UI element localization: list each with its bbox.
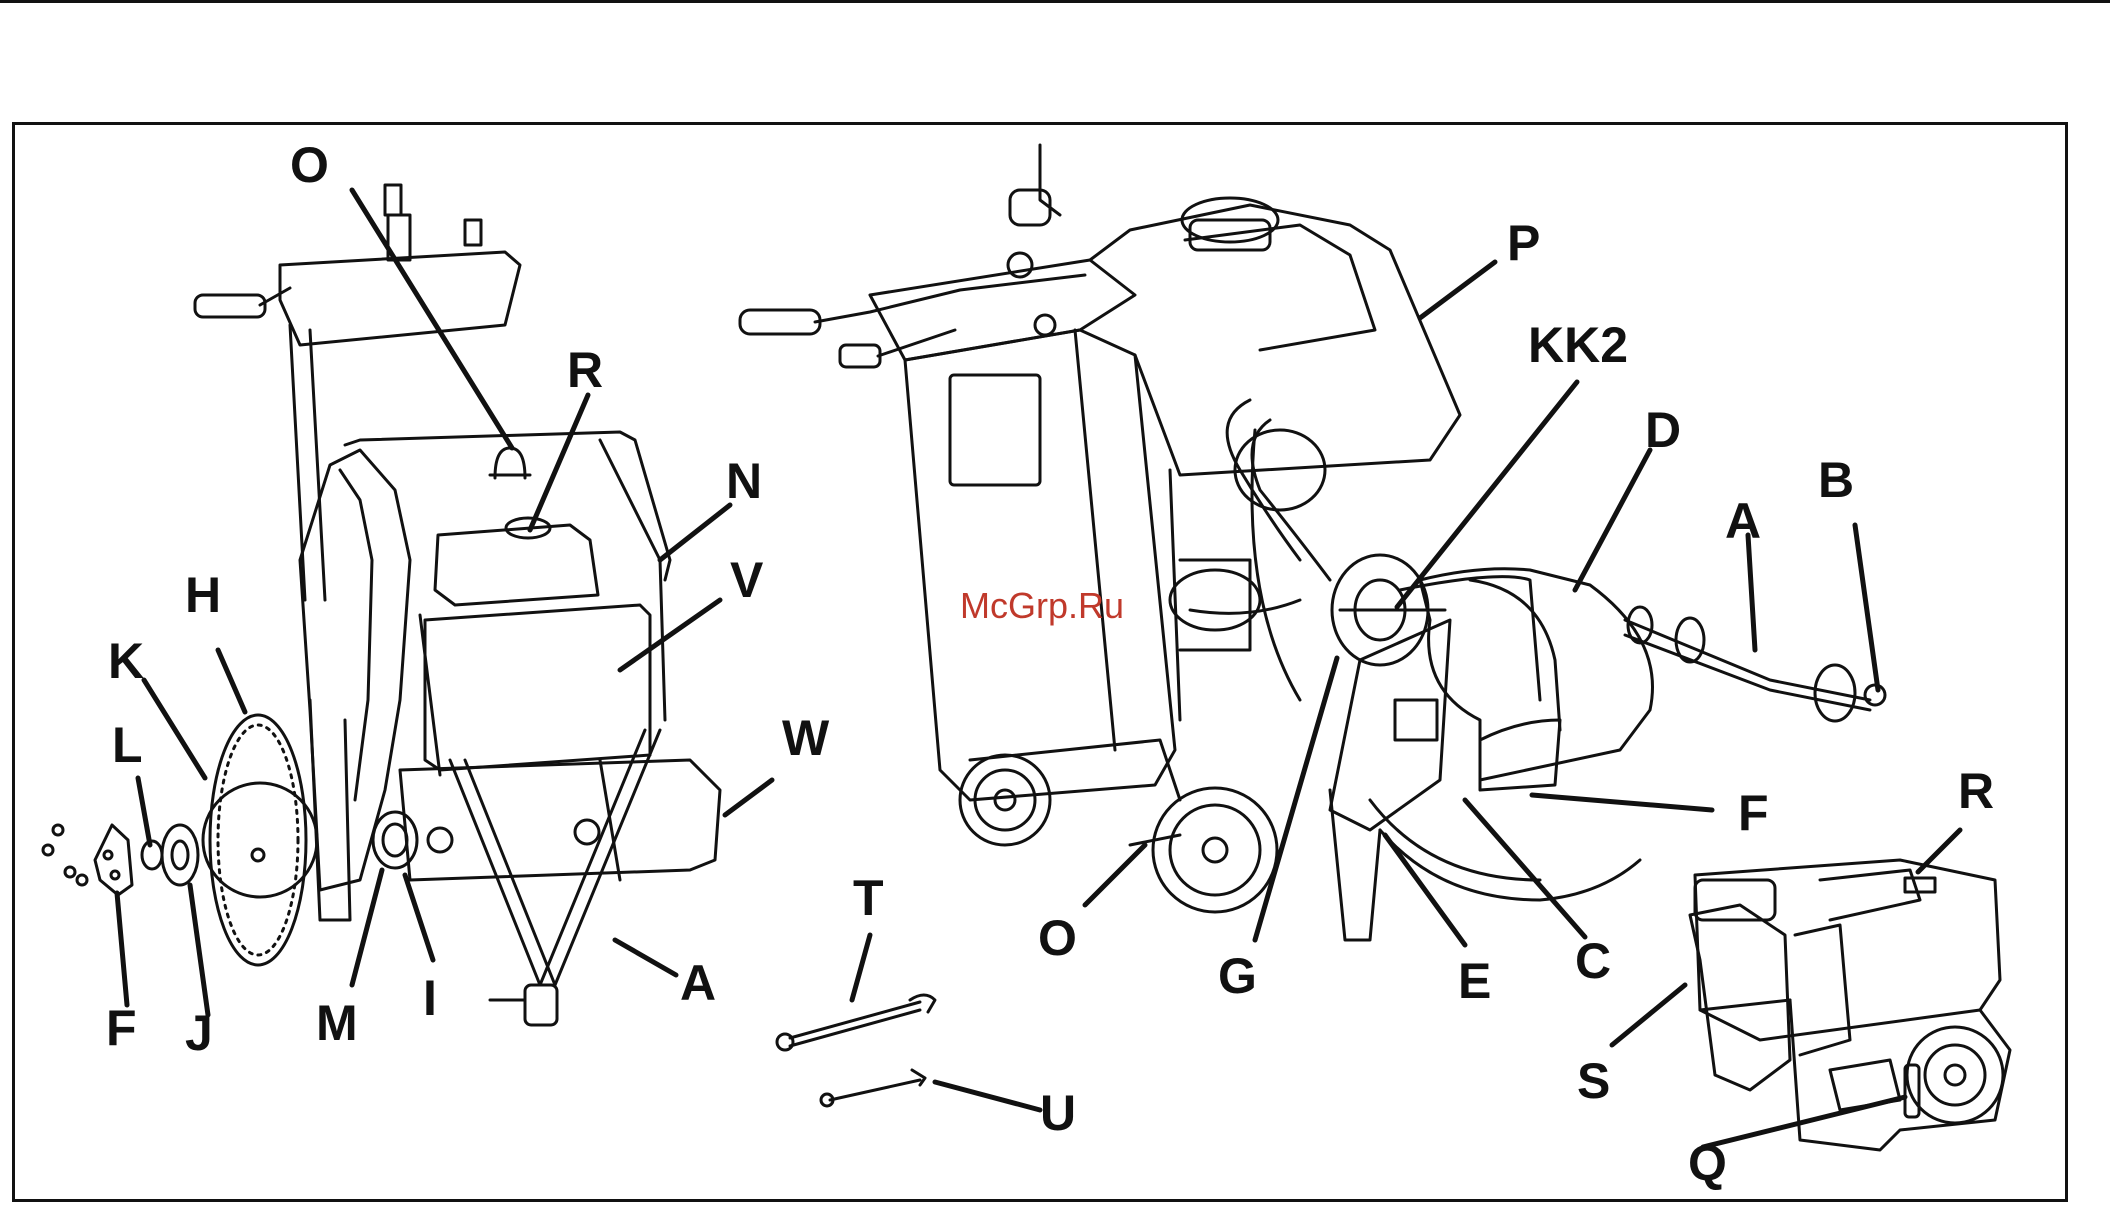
label-A-right: A: [1725, 493, 1761, 549]
label-D: D: [1645, 402, 1681, 458]
label-KK2: KK2: [1528, 317, 1628, 373]
engine-drawing: [1690, 860, 2010, 1150]
label-G: G: [1218, 948, 1257, 1004]
label-V: V: [730, 552, 764, 608]
left-saw-drawing: [43, 185, 720, 1025]
label-H: H: [185, 567, 221, 623]
label-S: S: [1577, 1053, 1610, 1109]
label-O-center: O: [1038, 910, 1077, 966]
label-B: B: [1818, 452, 1854, 508]
label-K: K: [108, 633, 144, 689]
watermark-text: McGrp.Ru: [960, 585, 1124, 626]
label-W: W: [782, 710, 830, 766]
label-O-left: O: [290, 137, 329, 193]
label-N: N: [726, 453, 762, 509]
label-R-right: R: [1958, 763, 1994, 819]
label-P: P: [1507, 215, 1540, 271]
label-F-right: F: [1738, 785, 1769, 841]
center-saw-drawing: [740, 145, 1885, 940]
label-R-left: R: [567, 342, 603, 398]
label-A-left: A: [680, 955, 716, 1011]
label-F-left: F: [106, 1000, 137, 1056]
label-C: C: [1575, 933, 1611, 989]
label-J: J: [185, 1005, 213, 1061]
label-E: E: [1458, 953, 1491, 1009]
label-L: L: [112, 717, 143, 773]
wrench-tools-drawing: [777, 995, 935, 1106]
label-I: I: [423, 970, 437, 1026]
label-Q: Q: [1688, 1135, 1727, 1191]
label-M: M: [316, 995, 358, 1051]
label-T: T: [853, 870, 884, 926]
label-U: U: [1040, 1085, 1076, 1141]
